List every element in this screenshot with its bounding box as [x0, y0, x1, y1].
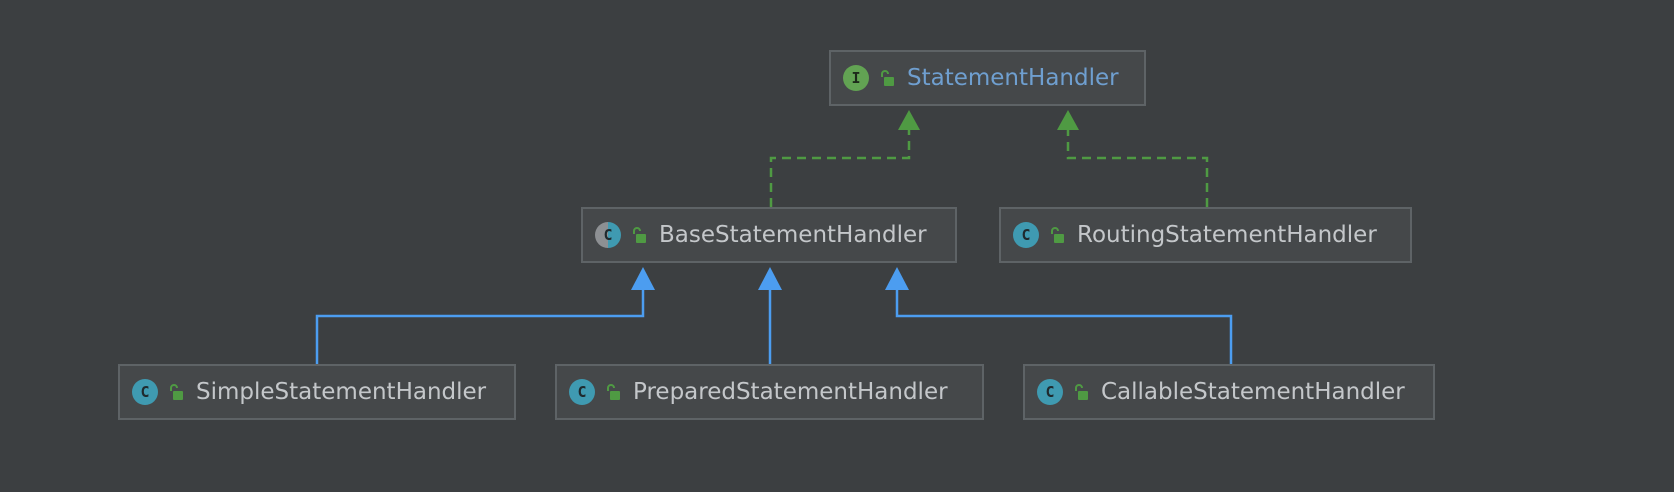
unlocked-padlock-icon: [607, 384, 620, 400]
edge-base-implements-statement-handler: [769, 110, 920, 207]
unlocked-padlock-icon: [1051, 227, 1064, 243]
class-icon: C: [132, 379, 158, 405]
edge-routing-implements-statement-handler: [1057, 110, 1209, 207]
node-label: RoutingStatementHandler: [1077, 222, 1377, 248]
interface-icon: I: [843, 65, 869, 91]
unlocked-padlock-icon: [170, 384, 183, 400]
node-prepared-statement-handler[interactable]: C PreparedStatementHandler: [555, 364, 984, 420]
node-label: CallableStatementHandler: [1101, 379, 1405, 405]
node-routing-statement-handler[interactable]: C RoutingStatementHandler: [999, 207, 1412, 263]
implements-arrowhead: [1057, 110, 1079, 130]
node-callable-statement-handler[interactable]: C CallableStatementHandler: [1023, 364, 1435, 420]
node-statement-handler[interactable]: I StatementHandler: [829, 50, 1146, 106]
node-label: PreparedStatementHandler: [633, 379, 948, 405]
extends-arrowhead: [631, 267, 655, 290]
edge-callable-extends-base: [885, 267, 1233, 364]
implements-arrowhead: [898, 110, 920, 130]
node-simple-statement-handler[interactable]: C SimpleStatementHandler: [118, 364, 516, 420]
class-icon: C: [1037, 379, 1063, 405]
node-label: StatementHandler: [907, 65, 1119, 91]
edge-simple-extends-base: [315, 267, 655, 364]
abstract-class-icon: C: [595, 222, 621, 248]
class-icon: C: [569, 379, 595, 405]
extends-arrowhead: [758, 267, 782, 290]
unlocked-padlock-icon: [633, 227, 646, 243]
unlocked-padlock-icon: [1075, 384, 1088, 400]
class-icon: C: [1013, 222, 1039, 248]
node-label: BaseStatementHandler: [659, 222, 927, 248]
extends-arrowhead: [885, 267, 909, 290]
node-label: SimpleStatementHandler: [196, 379, 487, 405]
unlocked-padlock-icon: [881, 70, 894, 86]
node-base-statement-handler[interactable]: C BaseStatementHandler: [581, 207, 957, 263]
edge-prepared-extends-base: [758, 267, 782, 364]
